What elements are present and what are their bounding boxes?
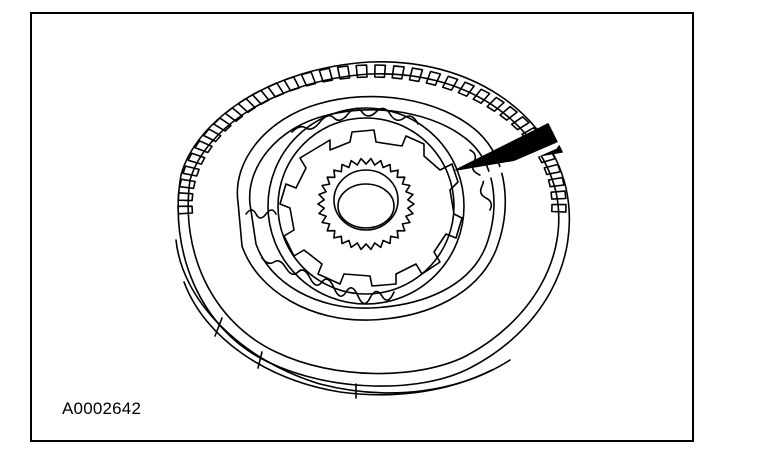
drum-tooth	[551, 203, 567, 213]
drum-tooth	[374, 64, 387, 79]
drum-tooth	[187, 152, 206, 165]
drum-tooth	[441, 75, 459, 91]
drum-tooth	[510, 116, 530, 131]
drum-spline-teeth	[177, 64, 567, 215]
drum-tooth	[457, 81, 475, 97]
drum-tooth	[212, 117, 232, 132]
callout-arrow	[455, 123, 563, 185]
drum-tooth	[318, 67, 334, 83]
drum-tooth	[177, 192, 194, 202]
drum-tooth	[202, 128, 222, 143]
drum-tooth	[499, 105, 518, 121]
drum-tooth	[472, 88, 491, 104]
snap-ring-hub	[267, 107, 465, 305]
inner-gear	[317, 157, 415, 251]
clutch-pack-waves	[236, 95, 506, 321]
drum-tooth	[408, 67, 424, 83]
drum-tooth	[550, 190, 567, 200]
drum-tooth	[486, 96, 505, 112]
gear-teeth	[317, 157, 415, 251]
figure-id-label: A0002642	[62, 399, 142, 418]
drum-tooth	[177, 205, 194, 215]
drum-tooth	[194, 140, 213, 154]
drum-tooth	[336, 65, 351, 80]
drum-tooth	[224, 107, 244, 122]
drum-tooth	[300, 71, 317, 87]
drum-tooth	[391, 65, 405, 80]
drum-tooth	[178, 178, 196, 190]
center-bore	[333, 169, 399, 231]
drum-tooth	[547, 176, 565, 188]
drum-tooth	[283, 76, 301, 92]
drum-tooth	[425, 70, 442, 86]
drum-tooth	[543, 163, 562, 176]
drum-tooth	[182, 165, 200, 177]
drum-tooth	[267, 82, 285, 98]
drum-tooth	[237, 97, 256, 114]
drum-outer-body	[175, 61, 571, 399]
drum-tooth	[251, 89, 270, 105]
drum-tooth	[355, 64, 368, 79]
